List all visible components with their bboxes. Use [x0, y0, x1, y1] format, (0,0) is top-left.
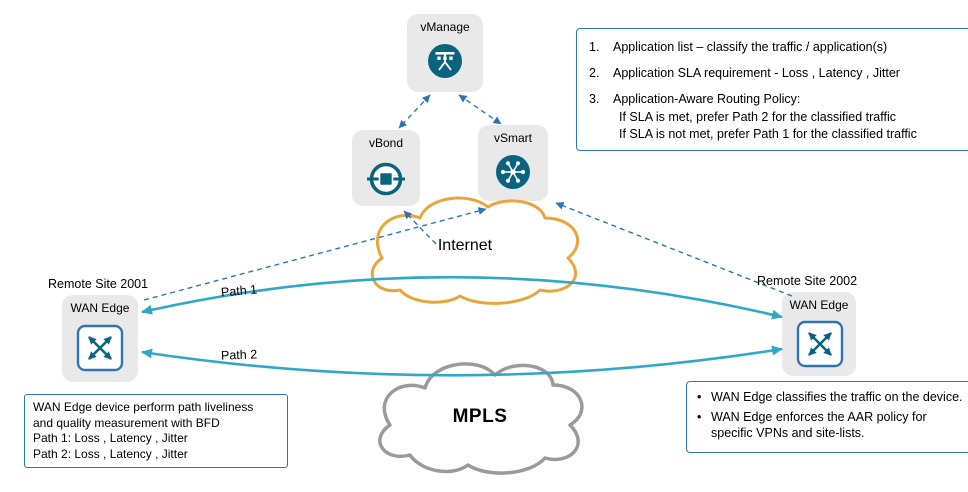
policy-item-1: 1. Application list – classify the traff… [589, 39, 967, 55]
policy-item-3-number: 3. [589, 92, 600, 106]
bullet-icon: • [697, 390, 702, 404]
enforcement-bullet-2-text: WAN Edge enforces the AAR policy for spe… [711, 409, 927, 441]
policy-item-2-text: Application SLA requirement - Loss , Lat… [613, 66, 900, 80]
enforcement-bullet-1-text: WAN Edge classifies the traffic on the d… [711, 390, 963, 404]
enforcement-bullet-2: • WAN Edge enforces the AAR policy for s… [697, 409, 965, 442]
policy-item-2: 2. Application SLA requirement - Loss , … [589, 65, 967, 81]
bfd-measurement-note: WAN Edge device perform path liveliness … [24, 394, 288, 468]
bfd-note-line-4: Path 2: Loss , Latency , Jitter [33, 446, 188, 461]
vmanage-label: vManage [420, 20, 470, 34]
bullet-icon: • [697, 409, 702, 424]
enforcement-bullet-1: • WAN Edge classifies the traffic on the… [697, 389, 965, 406]
wan-edge-right-node: WAN Edge [782, 292, 856, 376]
wan-edge-left-node: WAN Edge [62, 295, 138, 382]
remote-site-2001-title: Remote Site 2001 [48, 277, 149, 291]
policy-item-3-text: Application-Aware Routing Policy: [613, 92, 801, 106]
internet-cloud-label: Internet [437, 237, 493, 254]
policy-item-3: 3. Application-Aware Routing Policy: [589, 91, 967, 107]
remote-site-2002-title: Remote Site 2002 [757, 274, 858, 288]
path1-label: Path 1 [220, 282, 258, 300]
aar-policy-note: 1. Application list – classify the traff… [576, 28, 968, 151]
vsmart-label: vSmart [493, 131, 532, 145]
vmanage-vsmart-link [458, 94, 502, 125]
vmanage-vbond-link [398, 94, 431, 129]
bfd-note-line-2: and quality measurement with BFD [33, 415, 220, 430]
policy-item-3-sub-1: If SLA is met, prefer Path 2 for the cla… [619, 110, 896, 124]
policy-item-3-sub-2: If SLA is not met, prefer Path 1 for the… [619, 126, 917, 141]
policy-item-1-number: 1. [589, 40, 600, 54]
policy-item-1-text: Application list – classify the traffic … [613, 40, 888, 54]
bfd-note-line-3: Path 1: Loss , Latency , Jitter [33, 431, 188, 445]
mpls-cloud-label: MPLS [452, 406, 508, 427]
vbond-label: vBond [368, 136, 404, 150]
policy-item-2-number: 2. [589, 66, 600, 80]
vmanage-node: vManage [407, 14, 483, 92]
path2-label: Path 2 [220, 347, 258, 363]
wan-edge-left-label: WAN Edge [70, 301, 130, 315]
wan-edge-right-label: WAN Edge [789, 298, 849, 312]
vbond-node: vBond [352, 130, 420, 206]
vsmart-node: vSmart [478, 125, 548, 201]
bfd-note-line-1: WAN Edge device perform path liveliness [33, 400, 254, 414]
aar-enforcement-note: • WAN Edge classifies the traffic on the… [686, 381, 968, 453]
